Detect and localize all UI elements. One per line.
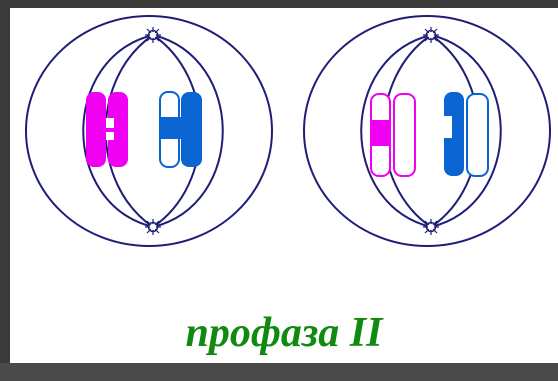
- chromosome-blue: [160, 92, 202, 167]
- cell-membrane: [26, 16, 272, 246]
- spindle-fiber-outer-right: [431, 35, 501, 227]
- chromatid-right: [394, 94, 415, 176]
- centromere: [160, 117, 182, 139]
- centromere-core: [106, 128, 116, 132]
- centromere: [444, 116, 452, 138]
- chromosome-magenta: [86, 92, 128, 167]
- stage-caption: профаза II: [10, 308, 558, 358]
- centrosome-bottom-icon: [145, 219, 161, 235]
- cell-membrane: [304, 16, 550, 246]
- chromatid-filled-band: [371, 120, 390, 146]
- centrosome-bottom-icon: [423, 219, 439, 235]
- left-cell: [26, 16, 272, 246]
- chromosome-magenta: [371, 94, 415, 176]
- chromatid-left: [86, 92, 106, 167]
- chromosome-blue: [444, 92, 488, 176]
- diagram-canvas: профаза II: [10, 8, 558, 363]
- centrosome-top-icon: [145, 27, 161, 43]
- centrosome-top-icon: [423, 27, 439, 43]
- right-cell: [304, 16, 550, 246]
- chromatid-right: [181, 92, 202, 167]
- bottom-bar: [0, 363, 558, 381]
- chromatid-right: [467, 94, 488, 176]
- prophase-ii-diagram: [10, 8, 558, 308]
